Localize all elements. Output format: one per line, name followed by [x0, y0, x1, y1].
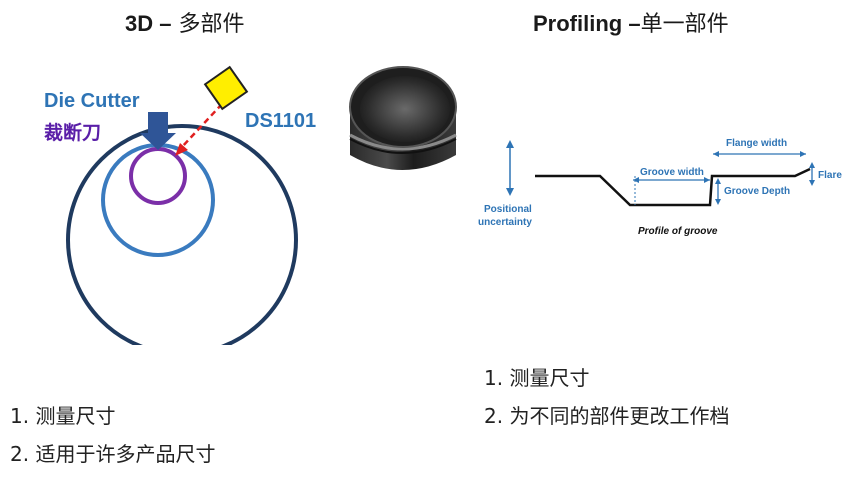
metal-ring-image [349, 66, 457, 170]
die-cutter-circle [129, 147, 187, 205]
left-point-1: 1. 测量尺寸 [10, 404, 116, 428]
right-points-list: 1. 测量尺寸 2. 为不同的部件更改工作档 [484, 362, 729, 438]
laser-arrowhead-icon [175, 143, 188, 156]
middle-roll-circle [101, 143, 215, 257]
profile-line [535, 167, 811, 207]
left-point-2: 2. 适用于许多产品尺寸 [10, 442, 216, 466]
laser-beam-line [180, 103, 223, 149]
profile-caption: Profile of groove [638, 226, 718, 237]
flare-label: Flare [818, 170, 842, 181]
positional-label-line1: Positional [484, 204, 532, 215]
die-cutter-cn-label: 裁断刀 [44, 122, 102, 144]
groove-width-label: Groove width [640, 167, 704, 178]
left-title: 3D – 多部件 [125, 6, 244, 38]
die-cutter-label: Die Cutter [44, 90, 140, 112]
left-points-list: 1. 测量尺寸 2. 适用于许多产品尺寸 [10, 400, 215, 476]
flange-width-label: Flange width [726, 138, 787, 149]
right-title: Profiling –单一部件 [533, 6, 729, 38]
sensor-icon [203, 65, 249, 111]
right-point-2: 2. 为不同的部件更改工作档 [484, 404, 730, 428]
right-title-rest: 单一部件 [640, 12, 729, 37]
left-title-bold: 3D – [125, 11, 172, 36]
die-cutter-diagram [66, 65, 298, 345]
positional-label-line2: uncertainty [478, 217, 532, 228]
outer-roll-circle [66, 124, 298, 345]
sensor-label: DS1101 [245, 110, 317, 132]
down-arrow-icon [140, 112, 176, 150]
right-point-1: 1. 测量尺寸 [484, 366, 590, 390]
groove-profile-diagram: Positional uncertainty Groove width Flan… [478, 138, 842, 237]
groove-depth-label: Groove Depth [724, 186, 790, 197]
right-title-bold: Profiling – [533, 11, 641, 36]
left-title-rest: 多部件 [171, 12, 245, 37]
